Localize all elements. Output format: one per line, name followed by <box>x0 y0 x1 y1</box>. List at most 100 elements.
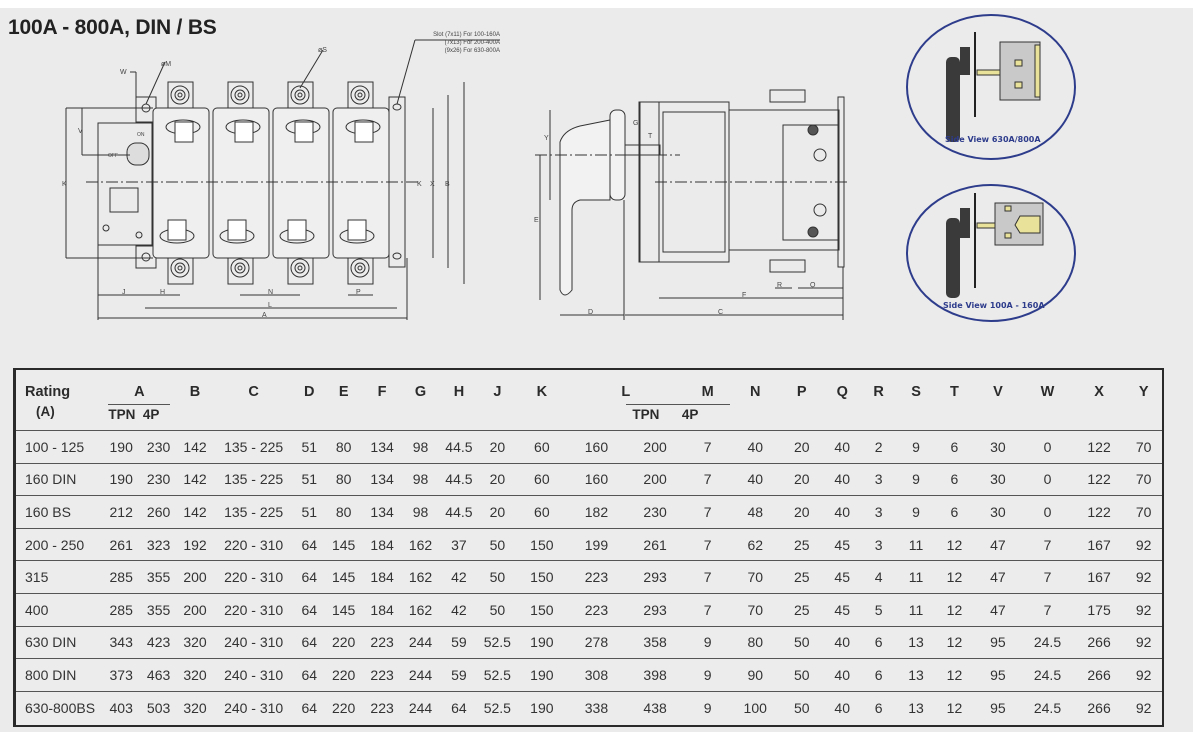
dim-label-v: V <box>78 128 83 135</box>
cell-g: 98 <box>401 430 440 464</box>
cell-s: 9 <box>896 495 936 529</box>
cell-q: 40 <box>824 690 861 724</box>
cell-k: 190 <box>516 625 568 659</box>
cell-w: 7 <box>1022 592 1073 627</box>
dim-label-g: G <box>633 120 638 127</box>
cell-f: 134 <box>362 430 402 464</box>
cell-x: 122 <box>1072 430 1126 464</box>
cell-q: 40 <box>824 495 861 529</box>
cell-b: 200 <box>176 560 214 594</box>
cell-l-tpn: 223 <box>567 560 626 594</box>
cell-y: 92 <box>1125 527 1162 561</box>
cell-f: 184 <box>362 560 402 594</box>
cell-c: 135 - 225 <box>213 495 295 529</box>
cell-f: 223 <box>362 658 402 692</box>
cell-d: 51 <box>294 495 325 529</box>
cell-l-4p: 398 <box>625 658 685 692</box>
rotary-handle <box>559 119 611 296</box>
col-header-k: K <box>536 384 548 400</box>
l-subheader: TPN 4P <box>626 402 731 431</box>
cell-r: 6 <box>860 690 897 724</box>
dim-label-q: Q <box>810 282 816 289</box>
cell-h: 42 <box>439 592 479 627</box>
col-header-h: H <box>453 384 465 400</box>
page-title: 100A - 800A, DIN / BS <box>8 16 217 39</box>
cell-s: 11 <box>896 527 936 561</box>
cell-d: 64 <box>294 658 325 692</box>
cell-rating: 160 BS <box>16 495 102 529</box>
cell-s: 9 <box>896 462 936 496</box>
col-header-q: Q <box>836 384 848 400</box>
cell-r: 3 <box>860 462 897 496</box>
cell-m: 7 <box>684 495 731 529</box>
cell-y: 92 <box>1125 560 1162 594</box>
cell-d: 51 <box>294 462 325 496</box>
col-header-m: M <box>701 384 714 400</box>
cell-p: 25 <box>779 560 824 594</box>
cell-n: 48 <box>730 495 780 529</box>
col-header-g: G <box>414 384 427 400</box>
pole-bodies <box>152 107 390 259</box>
dim-label-x: X <box>430 181 435 188</box>
cell-g: 244 <box>401 658 440 692</box>
dim-label-b: B <box>445 181 450 188</box>
cell-a-4p: 423 <box>140 625 177 659</box>
cell-a-tpn: 403 <box>101 690 141 724</box>
cell-b: 142 <box>176 495 214 529</box>
cell-t: 12 <box>935 592 974 627</box>
cell-k: 60 <box>516 495 568 529</box>
cell-a-4p: 503 <box>140 690 177 724</box>
cell-b: 320 <box>176 690 214 724</box>
cell-m: 9 <box>684 658 731 692</box>
cell-t: 12 <box>935 625 974 659</box>
cell-t: 12 <box>935 560 974 594</box>
inset-side-view-630-800: Side View 630A/800A <box>906 14 1076 160</box>
cell-t: 6 <box>935 462 974 496</box>
cell-w: 24.5 <box>1022 658 1073 692</box>
cell-f: 134 <box>362 495 402 529</box>
cell-x: 122 <box>1072 462 1126 496</box>
cell-j: 20 <box>478 495 517 529</box>
cell-s: 13 <box>896 625 936 659</box>
cell-w: 24.5 <box>1022 625 1073 659</box>
a-tpn-label: TPN <box>108 407 136 422</box>
cell-k: 190 <box>516 690 568 724</box>
cell-p: 20 <box>779 430 824 464</box>
cell-t: 12 <box>935 527 974 561</box>
slot-note-3: (9x26) For 630-800A <box>445 48 500 54</box>
col-header-c: C <box>248 384 259 400</box>
cell-t: 12 <box>935 690 974 724</box>
cell-n: 70 <box>730 592 780 627</box>
cell-l-tpn: 338 <box>567 690 626 724</box>
off-label: OFF <box>108 153 118 159</box>
cell-c: 240 - 310 <box>213 625 295 659</box>
cell-h: 64 <box>439 690 479 724</box>
cell-l-tpn: 182 <box>567 495 626 529</box>
cell-e: 145 <box>324 592 363 627</box>
cell-k: 190 <box>516 658 568 692</box>
cell-p: 25 <box>779 527 824 561</box>
dim-label-k: K <box>62 181 67 188</box>
cell-q: 40 <box>824 625 861 659</box>
cell-k: 150 <box>516 560 568 594</box>
handle-icon <box>946 57 960 142</box>
cell-a-4p: 355 <box>140 560 177 594</box>
col-header-r: R <box>873 384 884 400</box>
cell-s: 11 <box>896 560 936 594</box>
cell-p: 50 <box>779 690 824 724</box>
col-header-rating: Rating <box>25 384 71 400</box>
cell-j: 52.5 <box>478 690 517 724</box>
a-4p-label: 4P <box>142 407 160 422</box>
cell-d: 64 <box>294 560 325 594</box>
col-header-y: Y <box>1138 384 1149 400</box>
front-view-drawing: W øM øS V K K X B J H N P L A ON OFF Slo… <box>62 32 500 320</box>
inset-top-caption: Side View 630A/800A <box>945 135 1041 144</box>
l-4p-label: 4P <box>681 407 699 422</box>
cell-d: 64 <box>294 625 325 659</box>
dim-label-j: J <box>122 289 126 296</box>
cell-w: 0 <box>1022 462 1073 496</box>
